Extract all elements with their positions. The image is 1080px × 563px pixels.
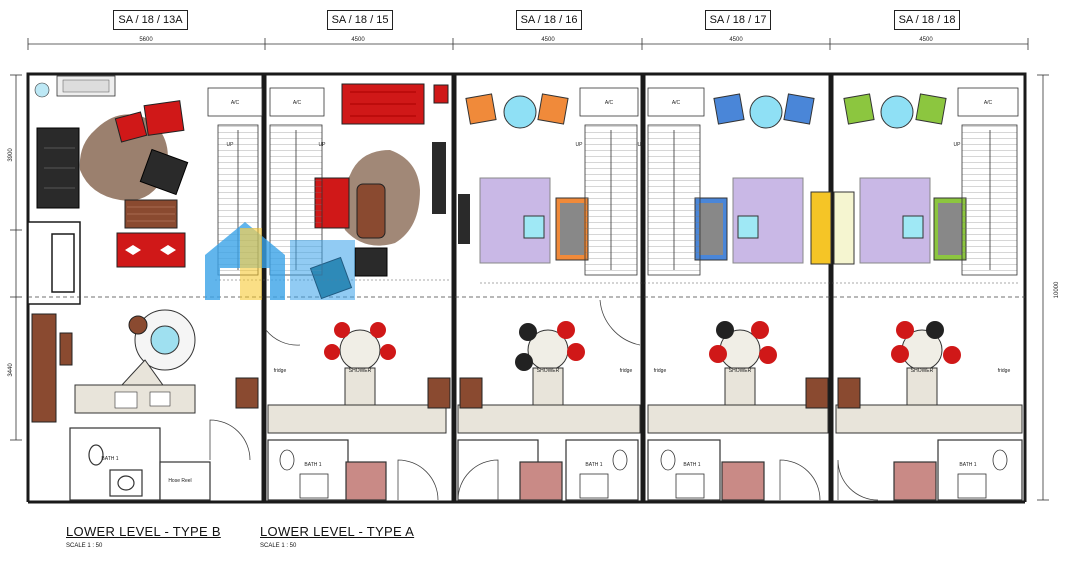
shower-label: SHOWER: [349, 368, 372, 374]
stairs-and-ac: [207, 87, 1019, 276]
unit-17-living: [694, 93, 832, 265]
overall-depth-dimension: [1037, 74, 1049, 501]
hose-reel-label: Hose Reel: [168, 478, 191, 484]
bath-label: BATH 1: [683, 462, 700, 468]
fridge-label: fridge: [654, 368, 667, 374]
up-label: UP: [319, 142, 327, 148]
ac-label: A/C: [231, 100, 240, 106]
dim-lower: 3440: [8, 363, 14, 377]
up-label: UP: [576, 142, 584, 148]
caption-type-a-scale: SCALE 1 : 50: [260, 543, 297, 549]
up-label: UP: [954, 142, 962, 148]
unit-13a-bathroom: [69, 427, 211, 501]
ac-label: A/C: [672, 100, 681, 106]
dim-unit-16: 4500: [541, 37, 555, 43]
ac-label: A/C: [984, 100, 993, 106]
dim-unit-15: 4500: [351, 37, 365, 43]
toilets: [279, 449, 1008, 499]
unit-tag-17: SA / 18 / 17: [705, 10, 771, 30]
unit-13a-entry-door: [209, 419, 251, 461]
bath-label: BATH 1: [585, 462, 602, 468]
entry-doors: [265, 299, 879, 501]
ac-label: A/C: [293, 100, 302, 106]
fridge-label: fridge: [274, 368, 287, 374]
watermark-logo: [205, 222, 355, 300]
caption-type-b-title: LOWER LEVEL - TYPE B: [66, 524, 221, 539]
bath-label: BATH 1: [304, 462, 321, 468]
dining-kitchen: [235, 321, 1023, 434]
dim-unit-13a: 5600: [139, 37, 153, 43]
unit-16-living: [458, 93, 589, 264]
walls: [26, 72, 1027, 504]
unit-13a-furniture: [31, 75, 196, 423]
dim-upper: 3900: [8, 148, 14, 162]
caption-type-b-scale: SCALE 1 : 50: [66, 543, 103, 549]
left-dimension-line: [10, 74, 22, 441]
bath-label: BATH 1: [959, 462, 976, 468]
dimension-labels: 5600 4500 4500 4500 4500 3900 3440 10000: [8, 37, 1060, 377]
dim-unit-17: 4500: [729, 37, 743, 43]
unit-tag-15: SA / 18 / 15: [327, 10, 393, 30]
unit-tag-13a: SA / 18 / 13A: [113, 10, 188, 30]
ac-label: A/C: [605, 100, 614, 106]
dim-overall: 10000: [1054, 281, 1060, 298]
unit-tag-16: SA / 18 / 16: [516, 10, 582, 30]
dim-unit-18: 4500: [919, 37, 933, 43]
fridge-label: fridge: [998, 368, 1011, 374]
up-label: UP: [227, 142, 235, 148]
room-labels: A/C A/C A/C A/C A/C UP UP UP UP UP fridg…: [101, 100, 1010, 484]
caption-type-a-title: LOWER LEVEL - TYPE A: [260, 524, 415, 539]
unit-18-living: [833, 93, 967, 265]
bath-label: BATH 1: [101, 456, 118, 462]
shower-label: SHOWER: [729, 368, 752, 374]
shower-label: SHOWER: [911, 368, 934, 374]
up-label: UP: [638, 142, 646, 148]
shower-label: SHOWER: [537, 368, 560, 374]
top-dimension-line: [27, 38, 1029, 50]
bay-window: [27, 221, 81, 305]
unit-tag-18: SA / 18 / 18: [894, 10, 960, 30]
fridge-label: fridge: [620, 368, 633, 374]
